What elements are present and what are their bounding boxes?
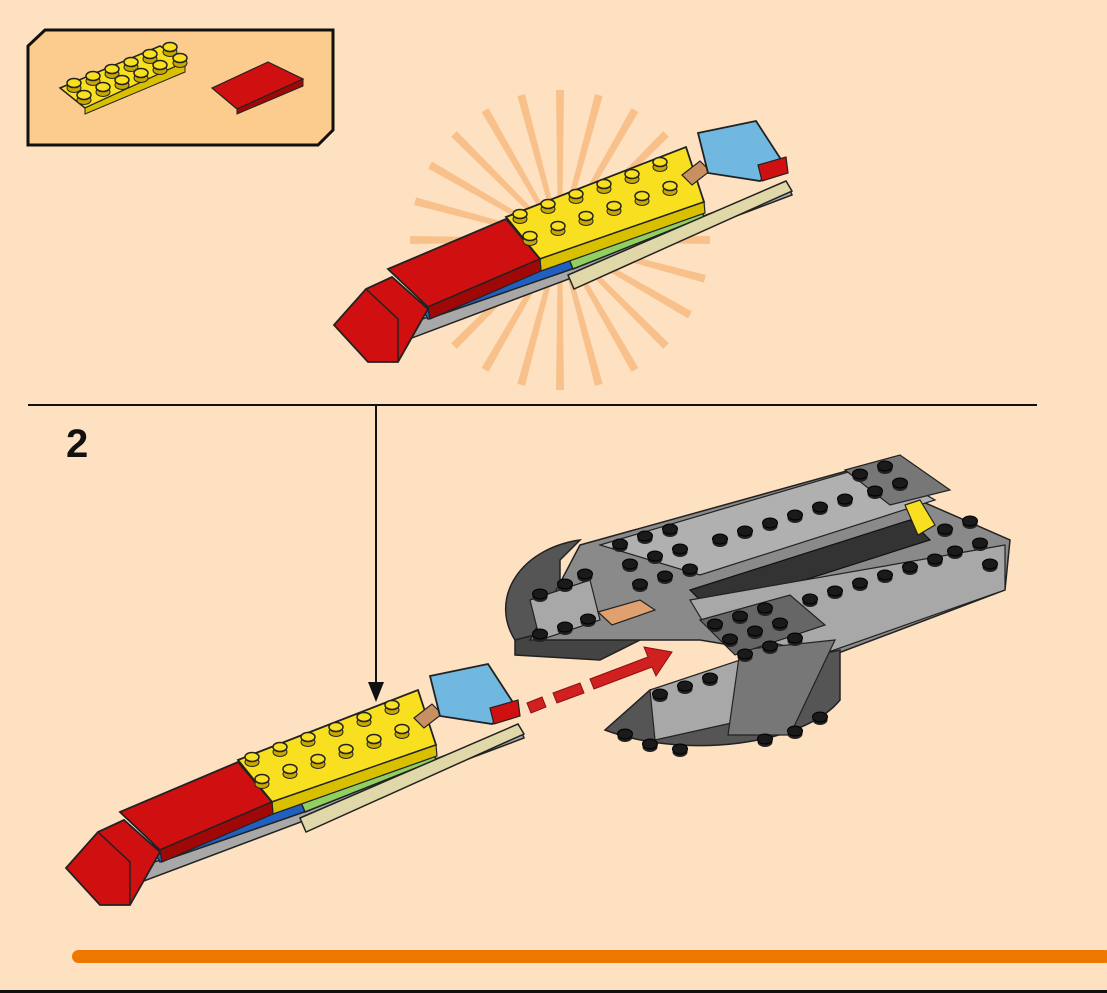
- page-accent-bar: [72, 950, 1107, 963]
- parts-callout: [26, 28, 335, 147]
- page-bottom-border: [0, 990, 1107, 993]
- base-model: [504, 454, 1011, 758]
- insert-direction-arrow: [526, 646, 673, 714]
- down-arrow: [368, 405, 384, 702]
- red-tile-part: [210, 61, 305, 115]
- step-number: 2: [66, 422, 89, 466]
- subassembly-insert: [66, 664, 524, 905]
